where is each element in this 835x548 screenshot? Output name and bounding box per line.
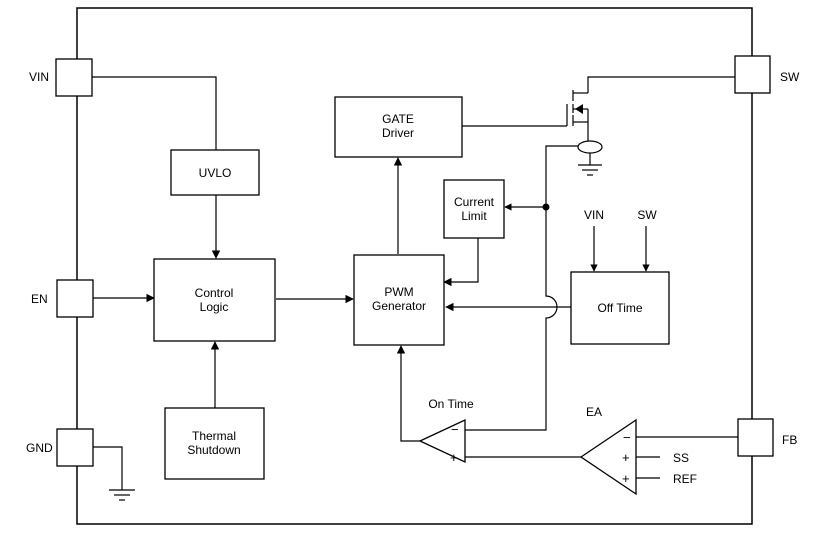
off-time-sw-label: SW [637,208,657,222]
comparator-plus: + [450,450,458,465]
pwm-label-1: PWM [384,285,413,299]
pin-fb: FB [737,418,797,457]
ea-plus-2: + [622,471,630,486]
current-limit-label-2: Limit [461,209,487,223]
control-logic-label-1: Control [195,286,234,300]
ea-minus: − [623,430,631,445]
ea-plus-1: + [622,450,630,465]
off-time-vin-label: VIN [584,208,604,222]
pin-gnd-label: GND [26,441,53,455]
uvlo-label: UVLO [199,166,232,180]
ea-label: EA [586,405,602,419]
thermal-shutdown-block: Thermal Shutdown [164,407,265,480]
off-time-label: Off Time [597,301,642,315]
high-side-mosfet [566,76,735,176]
uvlo-block: UVLO [170,149,260,196]
current-sense [577,140,603,154]
pin-sw: SW [734,55,800,94]
pin-sw-label: SW [780,70,800,84]
thermal-label-1: Thermal [192,429,236,443]
comparator-minus: − [451,422,459,437]
gate-driver-block: GATE Driver [334,96,463,158]
control-logic-block: Control Logic [153,258,276,342]
current-limit-block: Current Limit [443,179,505,239]
ss-label: SS [673,451,689,465]
off-time-block: Off Time [570,271,670,345]
on-time-label: On Time [428,397,474,411]
thermal-label-2: Shutdown [187,443,240,457]
control-logic-label-2: Logic [200,300,229,314]
error-amplifier: − + + EA SS REF [579,405,697,496]
pin-vin: VIN [29,58,93,97]
current-limit-label-1: Current [454,195,495,209]
gate-driver-label-1: GATE [382,112,414,126]
pin-en-label: EN [31,292,48,306]
wires [92,76,738,501]
pwm-generator-block: PWM Generator [353,254,445,346]
pin-en: EN [31,279,94,318]
junction-dot [542,203,550,211]
pin-fb-label: FB [782,433,797,447]
on-time-comparator: − + On Time [418,397,474,465]
ic-boundary [76,7,753,525]
gate-driver-label-2: Driver [382,126,414,140]
pin-vin-label: VIN [29,70,49,84]
pin-gnd: GND [26,428,94,467]
pwm-label-2: Generator [372,299,426,313]
ref-label: REF [673,472,697,486]
